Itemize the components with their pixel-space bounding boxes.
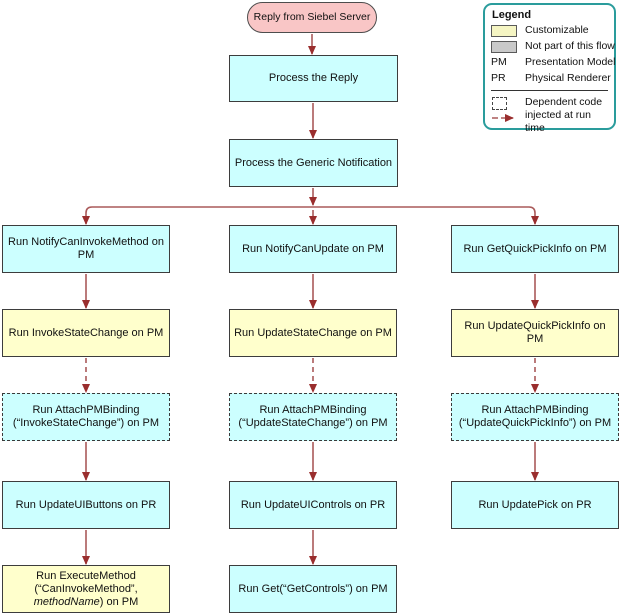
node-get-getcontrols: Run Get(“GetControls”) on PM	[229, 565, 397, 613]
node-label: Run AttachPMBinding (“InvokeStateChange”…	[13, 404, 159, 430]
legend-divider	[491, 90, 608, 91]
node-label: Run Get(“GetControls”) on PM	[238, 582, 388, 595]
legend: Legend Customizable Not part of this flo…	[483, 3, 616, 134]
legend-item-pm: PM Presentation Model	[491, 56, 615, 69]
node-label: Run NotifyCanUpdate on PM	[242, 242, 384, 255]
node-updateuicontrols: Run UpdateUIControls on PR	[229, 481, 397, 529]
node-label: Run InvokeStateChange on PM	[8, 326, 164, 339]
legend-key: PM	[491, 56, 507, 68]
node-label-line: (“CanInvokeMethod”,	[34, 582, 138, 595]
legend-item-dependent-code: Dependent code injected at run time	[491, 96, 608, 135]
node-label-rest: ) on PM	[99, 595, 139, 608]
legend-key: PR	[491, 72, 506, 84]
node-process-generic-notification: Process the Generic Notification	[229, 139, 398, 187]
node-label-line: Run AttachPMBinding	[32, 404, 140, 416]
node-label-line: Run ExecuteMethod	[36, 569, 136, 582]
legend-title: Legend	[492, 9, 532, 21]
legend-item-pr: PR Physical Renderer	[491, 72, 611, 85]
node-attachpmbinding-updatestatechange: Run AttachPMBinding (“UpdateStateChange”…	[229, 393, 397, 441]
node-label-line: methodName) on PM	[34, 596, 139, 609]
node-label: Reply from Siebel Server	[253, 11, 371, 23]
node-label: Run AttachPMBinding (“UpdateQuickPickInf…	[459, 404, 611, 430]
node-label: Process the Generic Notification	[234, 156, 393, 169]
legend-item-customizable: Customizable	[491, 24, 608, 37]
node-label: Run NotifyCanInvokeMethod on PM	[8, 236, 164, 261]
node-updateuibuttons: Run UpdateUIButtons on PR	[2, 481, 170, 529]
node-label-line: Run AttachPMBinding	[481, 404, 589, 416]
not-part-of-flow-swatch-icon	[491, 40, 517, 53]
node-label-line: Run AttachPMBinding	[259, 404, 367, 416]
methodname-italic: methodName	[33, 595, 100, 608]
legend-label: Not part of this flow	[525, 40, 615, 52]
node-label-line: (“InvokeStateChange”) on PM	[12, 417, 160, 429]
legend-icon-cell	[491, 40, 525, 53]
node-label: Run UpdatePick on PR	[478, 498, 592, 511]
branch-left	[82, 206, 313, 225]
legend-item-not-part: Not part of this flow	[491, 40, 615, 53]
node-label: Process the Reply	[268, 72, 359, 84]
node-attachpmbinding-updatequickpickinfo: Run AttachPMBinding (“UpdateQuickPickInf…	[451, 393, 619, 441]
node-attachpmbinding-invokestatechange: Run AttachPMBinding (“InvokeStateChange”…	[2, 393, 170, 441]
node-label: Run UpdateQuickPickInfo on PM	[464, 320, 606, 345]
node-updatestatechange: Run UpdateStateChange on PM	[229, 309, 397, 357]
legend-label: Physical Renderer	[525, 72, 611, 84]
node-process-the-reply: Process the Reply	[229, 55, 398, 102]
branch-right	[313, 206, 539, 225]
customizable-swatch-icon	[491, 24, 517, 37]
legend-label-line: injected at run time	[525, 109, 591, 134]
node-invokestatechange: Run InvokeStateChange on PM	[2, 309, 170, 357]
legend-label-line: Dependent code	[525, 96, 603, 108]
node-updatequickpickinfo: Run UpdateQuickPickInfo on PM	[451, 309, 619, 357]
node-executemethod: Run ExecuteMethod (“CanInvokeMethod”, me…	[2, 565, 170, 613]
runtime-injection-arrow-icon	[492, 114, 514, 122]
dependent-code-icon	[492, 97, 507, 110]
legend-label: Dependent code injected at run time	[525, 96, 608, 135]
legend-icon-cell	[491, 96, 525, 123]
node-label: Run UpdateUIControls on PR	[240, 498, 386, 511]
node-label: Run UpdateStateChange on PM	[234, 326, 392, 339]
node-notifycaninvokemethod: Run NotifyCanInvokeMethod on PM	[2, 225, 170, 273]
legend-label: Presentation Model	[525, 56, 616, 68]
node-label: Run GetQuickPickInfo on PM	[463, 242, 607, 255]
node-getquickpickinfo: Run GetQuickPickInfo on PM	[451, 225, 619, 273]
node-label: Run ExecuteMethod (“CanInvokeMethod”, me…	[34, 570, 139, 609]
node-reply-from-siebel-server: Reply from Siebel Server	[247, 2, 377, 33]
node-label: Run AttachPMBinding (“UpdateStateChange”…	[238, 404, 387, 430]
node-notifycanupdate: Run NotifyCanUpdate on PM	[229, 225, 397, 273]
node-updatepick: Run UpdatePick on PR	[451, 481, 619, 529]
legend-label: Customizable	[525, 24, 589, 36]
node-label-line: (“UpdateQuickPickInfo”) on PM	[458, 417, 612, 429]
node-label: Run UpdateUIButtons on PR	[15, 498, 157, 511]
legend-icon-cell	[491, 24, 525, 37]
node-label-line: (“UpdateStateChange”) on PM	[238, 417, 388, 429]
